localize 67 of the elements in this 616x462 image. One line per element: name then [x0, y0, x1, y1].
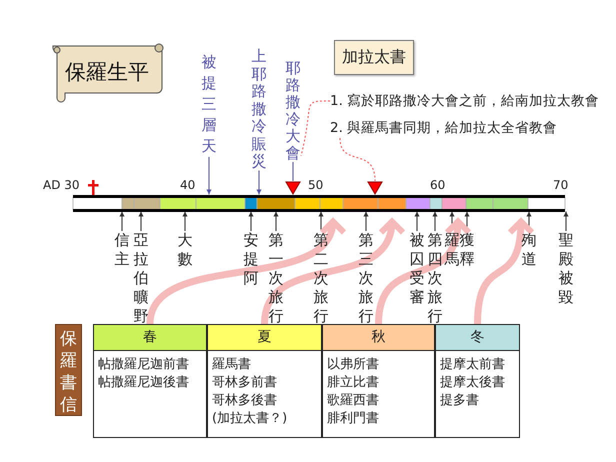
book-title: 哥林多後書 — [212, 392, 278, 410]
arrow — [414, 211, 420, 232]
book-title: 提多書 — [440, 392, 480, 410]
axis-label: AD 30 — [43, 178, 80, 192]
event-label: 信主 — [114, 231, 130, 269]
arrow — [274, 211, 278, 232]
event-label: 第三次旅行 — [358, 231, 374, 326]
book-title: 提摩太後書 — [440, 374, 506, 392]
arrow — [364, 211, 368, 232]
triangle-marker — [285, 181, 301, 195]
arrow — [138, 211, 144, 232]
event-label: 第二次旅行 — [313, 231, 329, 326]
book-title: 帖撒羅尼迦後書 — [98, 374, 190, 392]
event-label: 亞拉伯曠野 — [133, 231, 149, 326]
curved-arrow — [261, 218, 404, 325]
event-label: 第一次旅行 — [268, 231, 284, 326]
arrow — [318, 211, 324, 232]
arrow — [248, 211, 254, 232]
book-title: 哥林多前書 — [212, 374, 278, 392]
event-label: 安提阿 — [243, 231, 259, 288]
arrow — [182, 211, 188, 232]
event-label: 被囚受審 — [409, 231, 425, 307]
title-text: 保羅生平 — [65, 59, 149, 86]
annotation-label: 耶路撒冷大會 — [285, 60, 301, 162]
header-cell: 夏 — [208, 325, 321, 351]
note-card: 加拉太書 — [334, 40, 414, 75]
book-title: (加拉太書？) — [212, 410, 288, 428]
book-title: 帖撒羅尼迦前書 — [98, 356, 190, 374]
book-title: 以弗所書 — [327, 356, 380, 374]
axis-label: 70 — [553, 178, 568, 192]
arrow — [564, 211, 568, 232]
arrow — [206, 156, 212, 195]
table-column — [435, 324, 520, 438]
note-text: 1. 寫於耶路撒冷大會之前，給南加拉太教會 — [330, 91, 600, 111]
axis-label: 50 — [308, 178, 324, 192]
arrow — [432, 211, 438, 232]
note-text: 2. 與羅馬書同期，給加拉太全省教會 — [330, 118, 558, 138]
table-column — [322, 324, 435, 438]
table-column — [207, 324, 322, 438]
leader-line — [300, 100, 330, 156]
vertical-label-box: 保羅書信 — [55, 324, 82, 416]
triangle-marker — [367, 181, 383, 195]
book-title: 羅馬書 — [212, 356, 252, 374]
header-cell: 秋 — [323, 325, 434, 351]
event-label: 殉道 — [521, 231, 537, 269]
annotation-label: 上耶路撒冷賑災 — [251, 48, 267, 170]
curved-arrow — [146, 218, 344, 325]
book-title: 腓立比書 — [327, 374, 380, 392]
event-label: 聖殿被毀 — [558, 231, 574, 307]
table-column — [93, 324, 207, 438]
arrow — [120, 211, 124, 232]
event-label: 第四次旅行 — [427, 231, 443, 326]
event-label: 大數 — [177, 231, 193, 269]
annotation-label: 被提三層天 — [201, 52, 217, 157]
book-title: 提摩太前書 — [440, 356, 506, 374]
header-cell: 春 — [94, 325, 206, 351]
book-title: 腓利門書 — [327, 410, 380, 428]
curved-arrow — [474, 218, 534, 324]
arrow — [256, 170, 262, 195]
book-title: 歌羅西書 — [327, 392, 380, 410]
axis-label: 60 — [430, 178, 446, 192]
event-label: 獲釋 — [459, 231, 475, 269]
curved-arrow — [375, 218, 471, 324]
header-cell: 冬 — [436, 325, 519, 351]
leader-line — [340, 138, 376, 182]
axis-label: 40 — [180, 178, 196, 192]
event-label: 羅馬 — [444, 231, 460, 269]
